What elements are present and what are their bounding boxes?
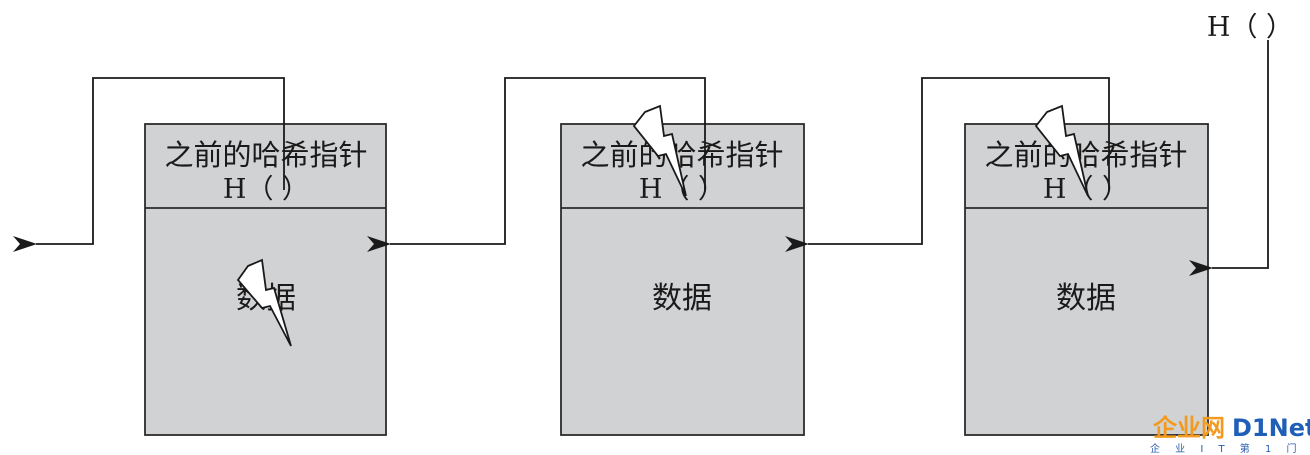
head-pointer-arrow <box>1189 40 1269 276</box>
block-2-header: 之前的哈希指针 <box>580 138 783 172</box>
block-3-pointer-arrow <box>785 77 1110 252</box>
watermark-brand-a: 企业网 <box>1153 414 1225 442</box>
watermark-tagline: 企 业 I T 第 1 门 户 <box>1150 442 1310 455</box>
lightning-bolt-icon <box>236 258 292 347</box>
block-2-box <box>560 123 805 436</box>
block-1-pointer-arrow <box>12 77 285 252</box>
block-2-pointer-arrow <box>367 77 706 252</box>
watermark-logo: 企业网 D1Net 企 业 I T 第 1 门 户 <box>1150 414 1310 455</box>
lightning-bolt-icon <box>1034 104 1089 197</box>
block-1-header: 之前的哈希指针 <box>164 138 367 172</box>
lightning-bolt-icon <box>632 104 687 197</box>
block-2-data: 数据 <box>652 281 712 316</box>
block-2: 之前的哈希指针 H（ ） 数据 <box>560 123 805 436</box>
head-pointer-label: H（ ） <box>1207 12 1293 43</box>
block-3: 之前的哈希指针 H（ ） 数据 <box>964 123 1209 436</box>
block-3-data: 数据 <box>1056 281 1116 316</box>
watermark-brand-b: D1Net <box>1232 414 1310 442</box>
block-3-header: 之前的哈希指针 <box>984 138 1187 172</box>
block-3-box <box>964 123 1209 436</box>
block-1-hash: H（ ） <box>223 174 309 205</box>
